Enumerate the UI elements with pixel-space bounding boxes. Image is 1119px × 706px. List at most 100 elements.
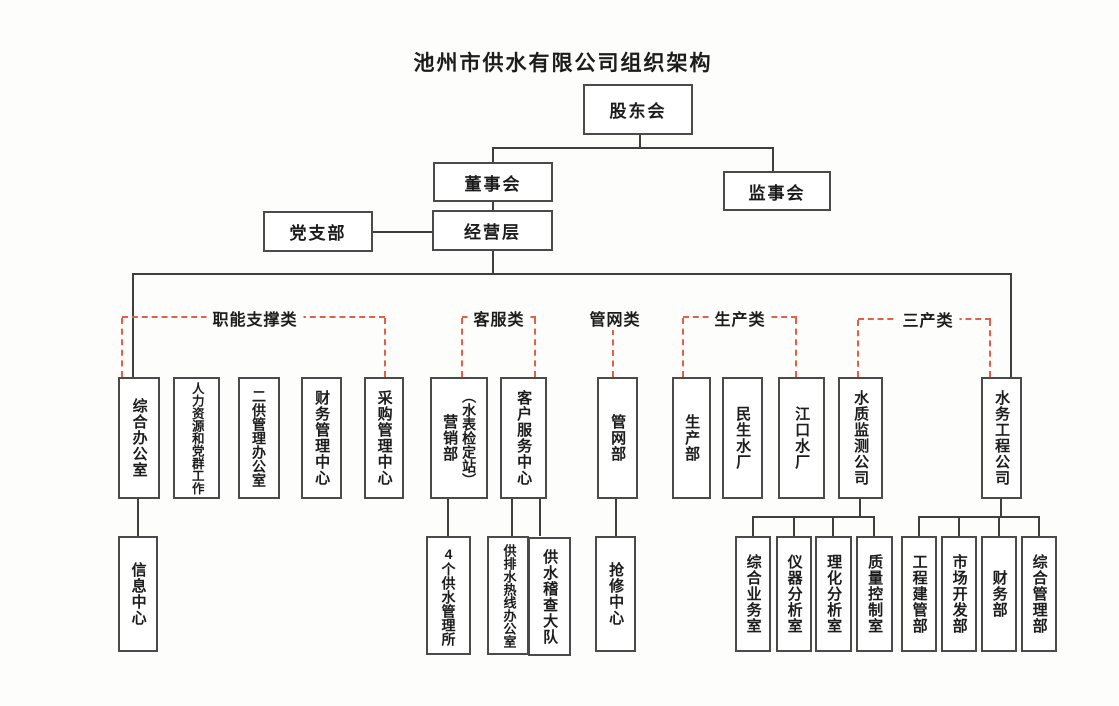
node-hr-party-work: 人力资源和党群工作 xyxy=(173,377,220,499)
node-label: 营销部 xyxy=(441,414,459,462)
node-label: 4个供水管理所 xyxy=(440,545,457,646)
node-general-mgmt-dept: 综合管理部 xyxy=(1021,536,1057,652)
connector-line xyxy=(492,147,494,163)
connector-line xyxy=(918,516,1040,518)
connector-line xyxy=(752,516,754,536)
connector-line xyxy=(918,516,920,536)
node-minsheng-water-plant: 民生水厂 xyxy=(722,377,763,499)
node-label: 财务部 xyxy=(990,570,1008,618)
category-tertiary: 三产类 xyxy=(896,307,960,331)
node-label: 综合管理部 xyxy=(1030,554,1048,634)
node-finance-mgmt-center: 财务管理中心 xyxy=(301,377,342,499)
node-label: 生产部 xyxy=(683,414,701,462)
node-label: 采购管理中心 xyxy=(375,390,393,486)
connector-line xyxy=(752,516,875,518)
connector-line xyxy=(1038,516,1040,536)
connector-line xyxy=(132,273,134,377)
node-label: 民生水厂 xyxy=(734,406,752,470)
node-label: 股东会 xyxy=(609,102,667,121)
node-label: 质量控制室 xyxy=(866,554,884,634)
node-label: 综合业务室 xyxy=(744,554,762,634)
page-title: 池州市供水有限公司组织架构 xyxy=(413,52,713,75)
node-secondary-supply-office: 二供管理办公室 xyxy=(238,377,280,499)
node-management: 经营层 xyxy=(432,210,553,251)
node-quality-control-room: 质量控制室 xyxy=(856,536,893,652)
node-label: 综合办公室 xyxy=(130,398,148,478)
node-party-branch: 党支部 xyxy=(263,211,373,252)
connector-line xyxy=(1010,273,1012,377)
node-label: 水务工程公司 xyxy=(993,390,1011,486)
node-label: 工程建管部 xyxy=(910,554,928,634)
bracket-customer-service-right xyxy=(534,318,536,377)
node-label: 监事会 xyxy=(748,183,806,203)
node-general-business-room: 综合业务室 xyxy=(735,536,771,652)
node-label: 信息中心 xyxy=(129,562,147,626)
node-info-center: 信息中心 xyxy=(118,536,158,652)
node-board: 董事会 xyxy=(433,162,553,202)
node-label: 江口水厂 xyxy=(793,406,811,470)
connector-line xyxy=(539,499,541,536)
node-hotline-office: 供排水热线办公室 xyxy=(487,536,529,655)
node-water-supply-stations: 4个供水管理所 xyxy=(426,536,471,655)
node-label: 客户服务中心 xyxy=(515,390,533,486)
node-production-dept: 生产部 xyxy=(672,377,711,499)
node-instrument-analysis-room: 仪器分析室 xyxy=(776,536,812,652)
node-label: 人力资源和党群工作 xyxy=(189,381,204,495)
node-label: 理化分析室 xyxy=(825,554,843,634)
bracket-production-left xyxy=(682,318,684,377)
connector-line xyxy=(639,135,641,149)
connector-line xyxy=(372,231,433,233)
connector-line xyxy=(137,499,139,536)
category-production: 生产类 xyxy=(708,306,772,330)
connector-line xyxy=(832,516,834,536)
node-shareholders: 股东会 xyxy=(583,84,693,135)
node-water-engineering-co: 水务工程公司 xyxy=(981,377,1022,499)
node-label: 供水稽查大队 xyxy=(541,548,559,645)
node-label: 抢修中心 xyxy=(607,562,625,626)
node-label: 财务管理中心 xyxy=(313,390,331,486)
connector-line xyxy=(492,250,494,275)
connector-line xyxy=(958,516,960,536)
node-finance-dept: 财务部 xyxy=(981,536,1017,652)
connector-line xyxy=(1000,499,1002,518)
connector-line xyxy=(447,499,449,536)
node-label: 董事会 xyxy=(464,174,522,194)
node-market-dev-dept: 市场开发部 xyxy=(941,536,977,652)
category-customer-service: 客服类 xyxy=(467,306,531,330)
node-pipeline-dept: 管网部 xyxy=(597,377,638,499)
connector-line xyxy=(492,202,494,211)
node-label: 供排水热线办公室 xyxy=(501,543,517,648)
bracket-tertiary-right xyxy=(989,320,991,377)
node-label: 市场开发部 xyxy=(950,554,968,634)
node-label: 二供管理办公室 xyxy=(251,389,268,487)
node-supervisors: 监事会 xyxy=(723,171,831,211)
bracket-functional-support-left xyxy=(121,318,123,377)
node-label-note: （水表检定站） xyxy=(461,389,478,487)
node-emergency-repair-center: 抢修中心 xyxy=(595,536,636,652)
connector-line xyxy=(873,516,875,536)
category-functional-support: 职能支撑类 xyxy=(206,306,304,330)
node-general-office: 综合办公室 xyxy=(118,377,160,499)
connector-line xyxy=(859,499,861,518)
connector-line xyxy=(511,499,513,536)
bracket-production-right xyxy=(795,318,797,377)
connector-line xyxy=(793,516,795,536)
node-eng-construction-dept: 工程建管部 xyxy=(901,536,937,652)
node-inspection-brigade: 供水稽查大队 xyxy=(528,537,571,656)
bracket-customer-service-left xyxy=(461,318,463,377)
node-customer-service-center: 客户服务中心 xyxy=(500,377,547,499)
node-label: 水质监测公司 xyxy=(852,390,870,486)
bracket-tertiary-left xyxy=(857,320,859,377)
connector-line xyxy=(772,147,774,172)
connector-line xyxy=(133,273,1012,275)
node-jiangkou-water-plant: 江口水厂 xyxy=(778,377,825,499)
node-water-quality-monitoring-co: 水质监测公司 xyxy=(838,377,883,499)
connector-line xyxy=(615,499,617,536)
category-pipeline: 管网类 xyxy=(583,306,647,330)
connector-line xyxy=(998,516,1000,536)
node-label: 管网部 xyxy=(609,414,627,462)
node-label: 仪器分析室 xyxy=(785,554,803,634)
connector-line xyxy=(492,147,774,149)
node-marketing-dept: 营销部 （水表检定站） xyxy=(430,377,488,499)
